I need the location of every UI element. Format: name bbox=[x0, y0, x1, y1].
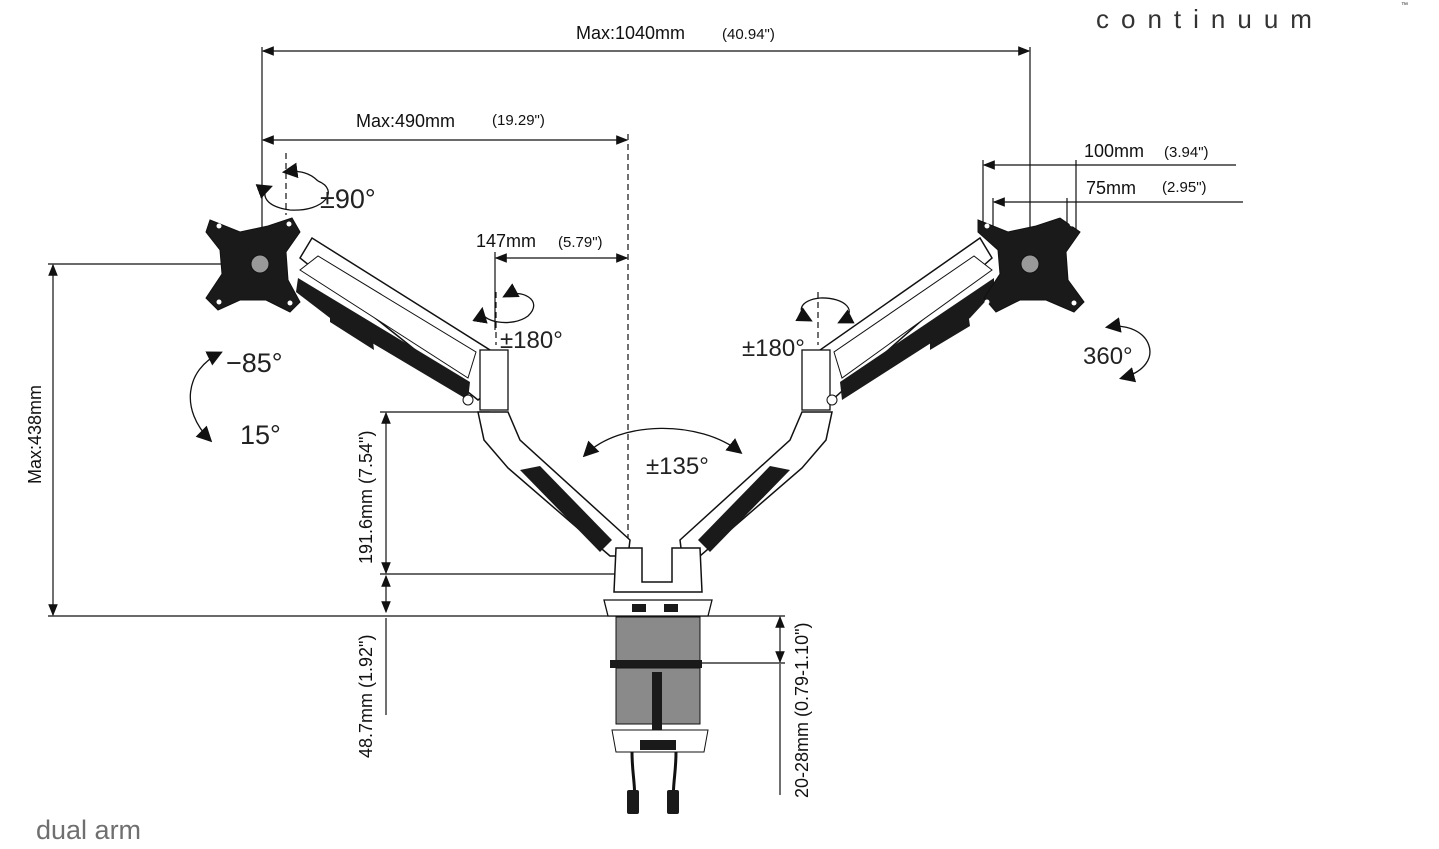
offset-label: 147mm bbox=[476, 231, 536, 251]
base-swivel-label: ±135° bbox=[646, 453, 709, 480]
vesa-75-label: 75mm bbox=[1086, 178, 1136, 198]
brand-logo: continuum bbox=[1096, 4, 1324, 34]
trademark-mark: ™ bbox=[1401, 2, 1408, 9]
pole-height-label: 191.6mm (7.54") bbox=[356, 431, 376, 564]
rotation-arrows bbox=[189, 162, 1151, 458]
tilt-up-label: −85° bbox=[226, 348, 283, 378]
product-caption: dual arm bbox=[36, 815, 142, 845]
max-height-label: Max:438mm bbox=[25, 385, 45, 484]
desk-thickness-label: 20-28mm (0.79-1.10") bbox=[792, 623, 812, 798]
vesa-75-inch: (2.95") bbox=[1162, 179, 1207, 196]
swivel-left-label: ±180° bbox=[500, 327, 563, 354]
right-arm bbox=[679, 217, 1085, 557]
offset-inch: (5.79") bbox=[558, 234, 603, 251]
swivel-right-label: ±180° bbox=[742, 335, 805, 362]
arm-reach-inch: (19.29") bbox=[492, 112, 545, 129]
vesa-100-label: 100mm bbox=[1084, 141, 1144, 161]
total-width-inch: (40.94") bbox=[722, 26, 775, 43]
rotation-90-label: ±90° bbox=[320, 184, 376, 214]
tilt-down-label: 15° bbox=[240, 420, 281, 450]
vesa-100-inch: (3.94") bbox=[1164, 144, 1209, 161]
total-width-label: Max:1040mm bbox=[576, 23, 685, 43]
full-rotation-label: 360° bbox=[1083, 343, 1133, 370]
mount-base bbox=[603, 547, 713, 814]
left-arm bbox=[205, 217, 631, 557]
arm-reach-label: Max:490mm bbox=[356, 111, 455, 131]
base-height-label: 48.7mm (1.92") bbox=[356, 635, 376, 758]
